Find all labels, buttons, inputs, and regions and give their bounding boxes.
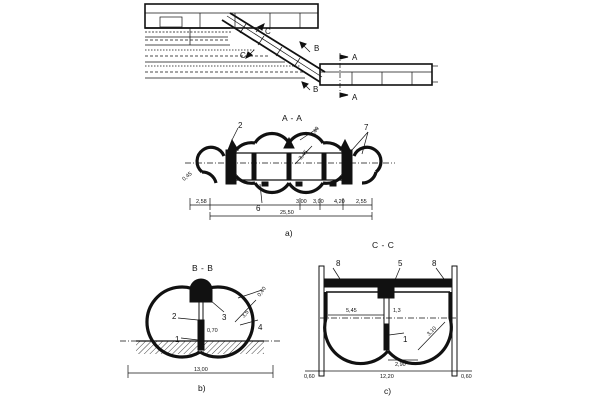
section-bb: B - B 2 3 4 1 0,40 3,5 0,70 13,00 b)	[120, 263, 280, 393]
dim-bb-radius: 3,5	[241, 310, 251, 320]
section-mark-c-top: C	[265, 27, 271, 36]
callout-cc-8-right: 8	[432, 259, 437, 268]
section-mark-a-top: A	[352, 53, 358, 62]
dim-bb-total: 13,00	[194, 367, 208, 373]
dim-cc-span: 5,45	[346, 308, 357, 314]
dim-aa-left-offset: 0,45	[181, 171, 193, 182]
callout-bb-2: 2	[172, 312, 177, 321]
dim-aa-radius: 3,45	[298, 149, 309, 161]
dim-aa-wall: 0,40	[310, 126, 321, 138]
callout-cc-1: 1	[403, 335, 408, 344]
dim-cc-total: 12,20	[380, 374, 394, 380]
section-cc-title: C - C	[372, 240, 394, 250]
section-bb-title: B - B	[192, 263, 213, 273]
section-mark-b-bottom: B	[313, 85, 318, 94]
callout-bb-1: 1	[175, 335, 180, 344]
callout-aa-7: 7	[364, 123, 369, 132]
dim-bb-column: 0,70	[207, 328, 218, 334]
dim-aa-d2: 3,00	[296, 199, 307, 205]
callout-cc-5: 5	[398, 259, 403, 268]
callout-cc-8-left: 8	[336, 259, 341, 268]
caption-b: b)	[198, 383, 206, 393]
dim-aa-total: 25,50	[280, 210, 294, 216]
section-mark-a-bottom: A	[352, 93, 358, 102]
dim-aa-d5: 2,55	[356, 199, 367, 205]
section-mark-b-top: B	[314, 44, 319, 53]
section-aa: A - A 2 7 6 0,40	[181, 113, 395, 238]
callout-aa-6: 6	[256, 204, 261, 213]
dim-cc-column: 1,3	[393, 308, 401, 314]
dim-aa-d4: 4,20	[334, 199, 345, 205]
section-aa-title: A - A	[282, 113, 302, 123]
dim-cc-inner: 2,90	[395, 362, 406, 368]
dim-aa-d3: 3,00	[313, 199, 324, 205]
callout-bb-4: 4	[258, 323, 263, 332]
caption-c: c)	[384, 386, 391, 396]
callout-bb-3: 3	[222, 313, 227, 322]
caption-a: a)	[285, 228, 293, 238]
callout-aa-2: 2	[238, 121, 243, 130]
dim-cc-radius: 3,10	[426, 326, 438, 338]
section-cc: C - C 8 5 8 1 5,45 1,3 3,10 2,90 0,60 12	[304, 240, 472, 396]
dim-aa-d1: 2,58	[196, 199, 207, 205]
dim-cc-right: 0,60	[461, 374, 472, 380]
section-mark-c-bottom: C	[240, 51, 246, 60]
longitudinal-profile: A A B B C C	[144, 3, 438, 102]
dim-cc-left: 0,60	[304, 374, 315, 380]
dim-bb-wall: 0,40	[257, 286, 268, 298]
